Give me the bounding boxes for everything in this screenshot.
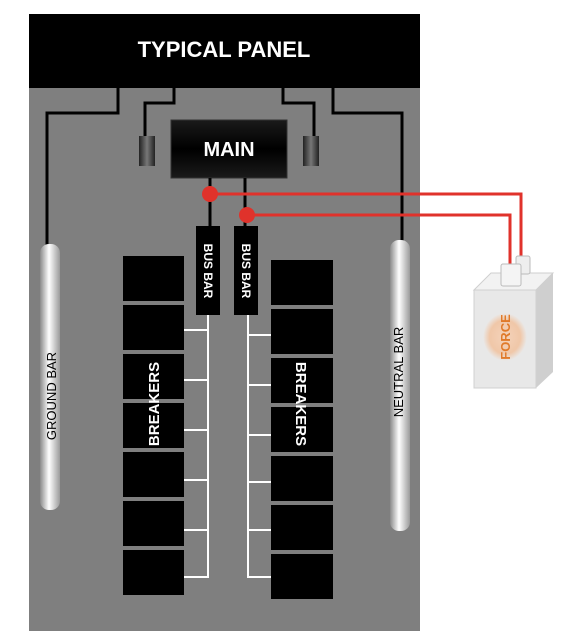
left-breaker-stack [123,256,184,595]
right-breaker-6 [271,505,333,550]
left-breaker-7 [123,550,184,595]
main-feed-wire-right [281,88,316,138]
right-breaker-4 [271,407,333,452]
feed-lines [210,192,523,268]
neutral-bar: NEUTRAL BAR [390,240,410,531]
left-breaker-5 [123,452,184,497]
main-body [170,119,288,179]
left-breaker-2 [123,305,184,350]
feed-tap-right [239,207,255,223]
breakers-right-label: BREAKERS [292,362,309,446]
device-side [536,273,553,388]
bus-bar-left-label: BUS BAR [201,244,215,299]
left-breaker-6 [123,501,184,546]
feed-line-inner [247,213,512,268]
right-breaker-3 [271,358,333,403]
main-breaker: MAIN [139,119,319,179]
bus-bar-right-label: BUS BAR [239,244,253,299]
ground-bar-rod [40,244,60,510]
ground-bar: GROUND BAR [40,244,60,510]
bus-bar-left: BUS BAR [196,226,220,315]
neutral-bar-rod [390,240,410,531]
left-breaker-4 [123,403,184,448]
panel-title: TYPICAL PANEL [138,37,311,62]
ground-wire [45,88,120,246]
right-breaker-7 [271,554,333,599]
right-breaker-1 [271,260,333,305]
bus-bar-left-body [196,226,220,315]
right-rail [247,315,272,578]
right-breaker-stack [271,260,333,599]
neutral-wire [331,88,404,243]
ground-bar-label: GROUND BAR [44,352,59,440]
main-cap-left [139,136,155,166]
left-breaker-1 [123,256,184,301]
force-device: FORCE [472,255,555,389]
device-terminal-front [500,263,522,287]
left-rail [184,315,209,578]
feed-line-outer [210,192,523,262]
right-breaker-2 [271,309,333,354]
header-wires [45,88,404,246]
left-breaker-3 [123,354,184,399]
main-feed-wire-left [143,88,176,138]
right-breaker-5 [271,456,333,501]
breakers-left-label: BREAKERS [146,362,163,446]
panel-header [29,14,420,88]
bus-bar-right-body [234,226,258,315]
feed-tap-left [202,186,218,202]
main-cap-right [303,136,319,166]
main-label: MAIN [203,139,254,161]
neutral-bar-label: NEUTRAL BAR [391,327,406,418]
bus-bar-right: BUS BAR [234,226,258,315]
device-label-glow [483,313,527,361]
device-label: FORCE [498,314,513,360]
